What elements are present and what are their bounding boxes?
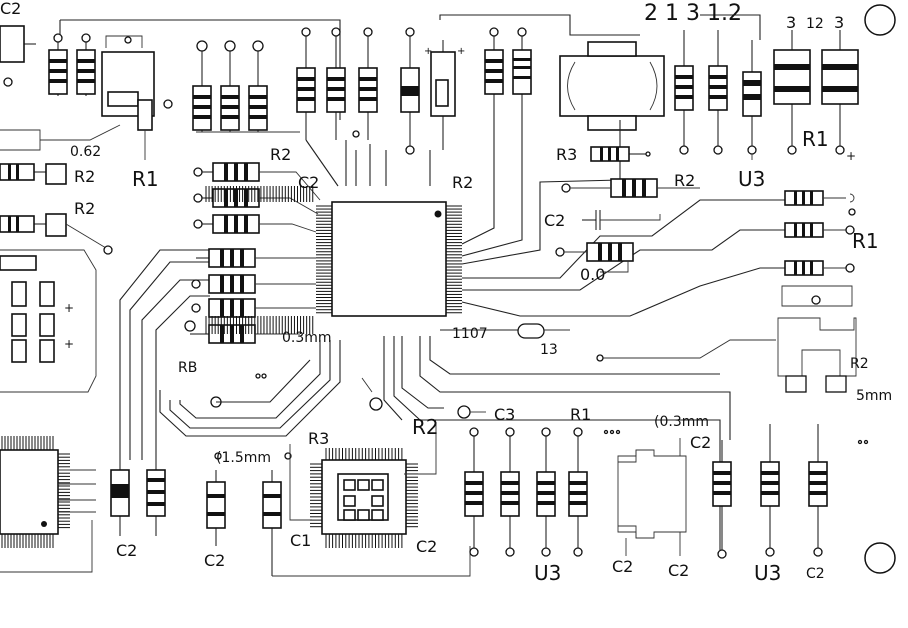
label-u3-top: U3 [738, 167, 765, 191]
svg-text:+: + [64, 301, 74, 315]
label-3a: 3 [786, 13, 796, 32]
capacitor-c2-bottom-a [206, 470, 226, 546]
label-r1-mid-right: R1 [852, 229, 879, 253]
svg-text:+: + [457, 46, 465, 57]
capacitor-box-bottom [603, 429, 687, 556]
svg-text:+: + [424, 46, 432, 57]
ic-chip-bottom-left [0, 436, 96, 573]
resistor-row-bottom-right [712, 424, 828, 559]
label-c3-low: C3 [494, 405, 515, 424]
label-r2-right: R2 [674, 171, 695, 190]
resistor-group-top-right [674, 30, 762, 155]
label-3b: 3 [834, 13, 844, 32]
resistor-row-bottom [457, 405, 588, 557]
label-rb: RB [178, 360, 197, 376]
label-r2-top: R2 [270, 145, 291, 164]
label-5mm: 5mm [856, 388, 892, 404]
capacitor-c2-top-left [0, 25, 41, 151]
label-c2-right: C2 [544, 211, 565, 230]
label-r3-right: R3 [556, 145, 577, 164]
test-pad-13 [517, 323, 570, 339]
label-062: 0.62 [70, 144, 101, 160]
mounting-hole-bottom-right [864, 542, 896, 574]
label-r1-low: R1 [570, 405, 591, 424]
capacitor-15mm-bottom [214, 452, 471, 577]
label-1107: 1107 [452, 326, 488, 342]
label-u3-bottom-a: U3 [534, 561, 561, 585]
capacitor-c2-right [582, 210, 661, 230]
resistor-00-right [555, 242, 634, 273]
label-c2-low-chip: C2 [416, 537, 437, 556]
resistor-left-r2-a [0, 163, 67, 185]
label-12: 12 [806, 16, 824, 32]
resistor-array-left-of-chip [190, 162, 321, 344]
ic-chip-bottom-center [289, 422, 437, 548]
label-15mm: (1.5mm [216, 450, 271, 466]
label-c2-bottom-a: C2 [612, 557, 633, 576]
resistor-r3-right [590, 146, 651, 162]
mounting-hole-top-right [864, 4, 896, 36]
connector-block-right [596, 285, 857, 393]
label-c2-low-right: C2 [690, 433, 711, 452]
label-03mm-bottom: (0.3mm [654, 414, 709, 430]
label-r2-left-b: R2 [74, 199, 95, 218]
label-r1-left: R1 [132, 167, 159, 191]
resistor-row-top-center [296, 27, 420, 155]
resistor-r2-right [561, 178, 700, 198]
label-0-0: 0.0 [580, 265, 605, 284]
component-grid-left: ++ [0, 249, 97, 393]
label-c2-mid: C2 [298, 173, 319, 192]
resistor-left-r2-b [0, 213, 113, 255]
crystal-module-top [559, 41, 665, 131]
svg-text:+: + [846, 149, 856, 163]
resistor-column-right [784, 190, 856, 276]
resistor-array-top-left [48, 33, 96, 96]
ic-chip-center [205, 186, 462, 334]
resistor-triple-top [192, 40, 300, 133]
note-top: 2 1 3 1.2 [644, 1, 742, 26]
label-r2-left-a: R2 [74, 167, 95, 186]
ic-module-top-left [40, 35, 173, 160]
label-r2-mid: R2 [452, 173, 473, 192]
label-r3-low: R3 [308, 429, 329, 448]
label-r1-top-right: R1 [802, 127, 829, 151]
label-c2-bottom-left-a: C2 [116, 541, 137, 560]
label-u3-bottom-b: U3 [754, 561, 781, 585]
label-c2-top-left: C2 [0, 0, 21, 18]
label-r2-low: R2 [412, 415, 439, 439]
label-c1-low: C1 [290, 531, 311, 550]
label-r2-bottom-right: R2 [850, 356, 869, 372]
label-c2-bottom-b: C2 [668, 561, 689, 580]
label-c2-bottom-c: C2 [806, 566, 825, 582]
svg-text:+: + [64, 337, 74, 351]
power-resistor-top-right-b [821, 30, 859, 155]
resistors-bottom-left [110, 460, 166, 536]
capacitor-electrolytic-top: ++ [424, 40, 465, 150]
power-resistor-top-right-a [773, 30, 811, 155]
resistor-pair-top-right [484, 27, 532, 110]
label-13: 13 [540, 342, 558, 358]
label-c2-bottom-left-b: C2 [204, 551, 225, 570]
